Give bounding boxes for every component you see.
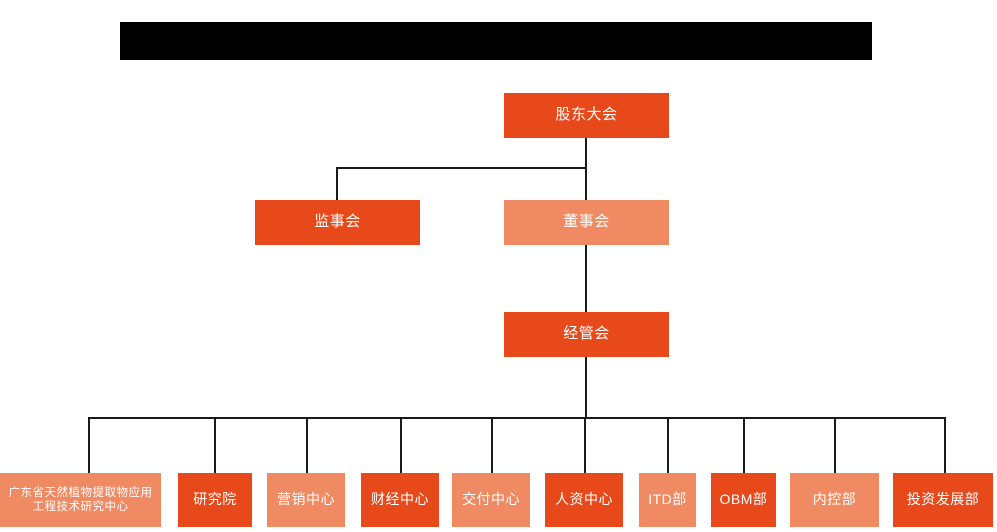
connector-drop-3 — [306, 417, 308, 473]
node-finance-center[interactable]: 财经中心 — [361, 473, 439, 527]
connector-supervisors-down — [336, 167, 338, 200]
node-itd-department[interactable]: ITD部 — [639, 473, 696, 527]
connector-drop-2 — [214, 417, 216, 473]
connector-drop-8 — [743, 417, 745, 473]
node-management-committee[interactable]: 经管会 — [504, 312, 669, 357]
connector-shareholders-down — [585, 137, 587, 168]
node-marketing-center[interactable]: 营销中心 — [267, 473, 345, 527]
connector-drop-5 — [491, 417, 493, 473]
node-delivery-center[interactable]: 交付中心 — [452, 473, 530, 527]
connector-directors-down — [585, 167, 587, 200]
node-board-of-directors[interactable]: 董事会 — [504, 200, 669, 245]
redacted-title-bar — [120, 22, 872, 60]
connector-directors-to-management — [585, 244, 587, 312]
connector-drop-10 — [944, 417, 946, 473]
connector-level4-bus — [88, 417, 946, 419]
connector-drop-6 — [584, 417, 586, 473]
node-gd-natural-plant-extract-research-center[interactable]: 广东省天然植物提取物应用工程技术研究中心 — [0, 473, 161, 527]
node-obm-department[interactable]: OBM部 — [711, 473, 776, 527]
connector-drop-4 — [400, 417, 402, 473]
node-research-institute[interactable]: 研究院 — [178, 473, 252, 527]
node-investment-development-department[interactable]: 投资发展部 — [893, 473, 993, 527]
connector-drop-1 — [88, 417, 90, 473]
connector-drop-9 — [834, 417, 836, 473]
node-hr-center[interactable]: 人资中心 — [545, 473, 623, 527]
connector-management-down — [585, 356, 587, 418]
node-shareholders-meeting[interactable]: 股东大会 — [504, 93, 669, 138]
connector-drop-7 — [667, 417, 669, 473]
node-board-of-supervisors[interactable]: 监事会 — [255, 200, 420, 245]
node-internal-control-department[interactable]: 内控部 — [790, 473, 879, 527]
connector-level2-bus — [336, 167, 587, 169]
